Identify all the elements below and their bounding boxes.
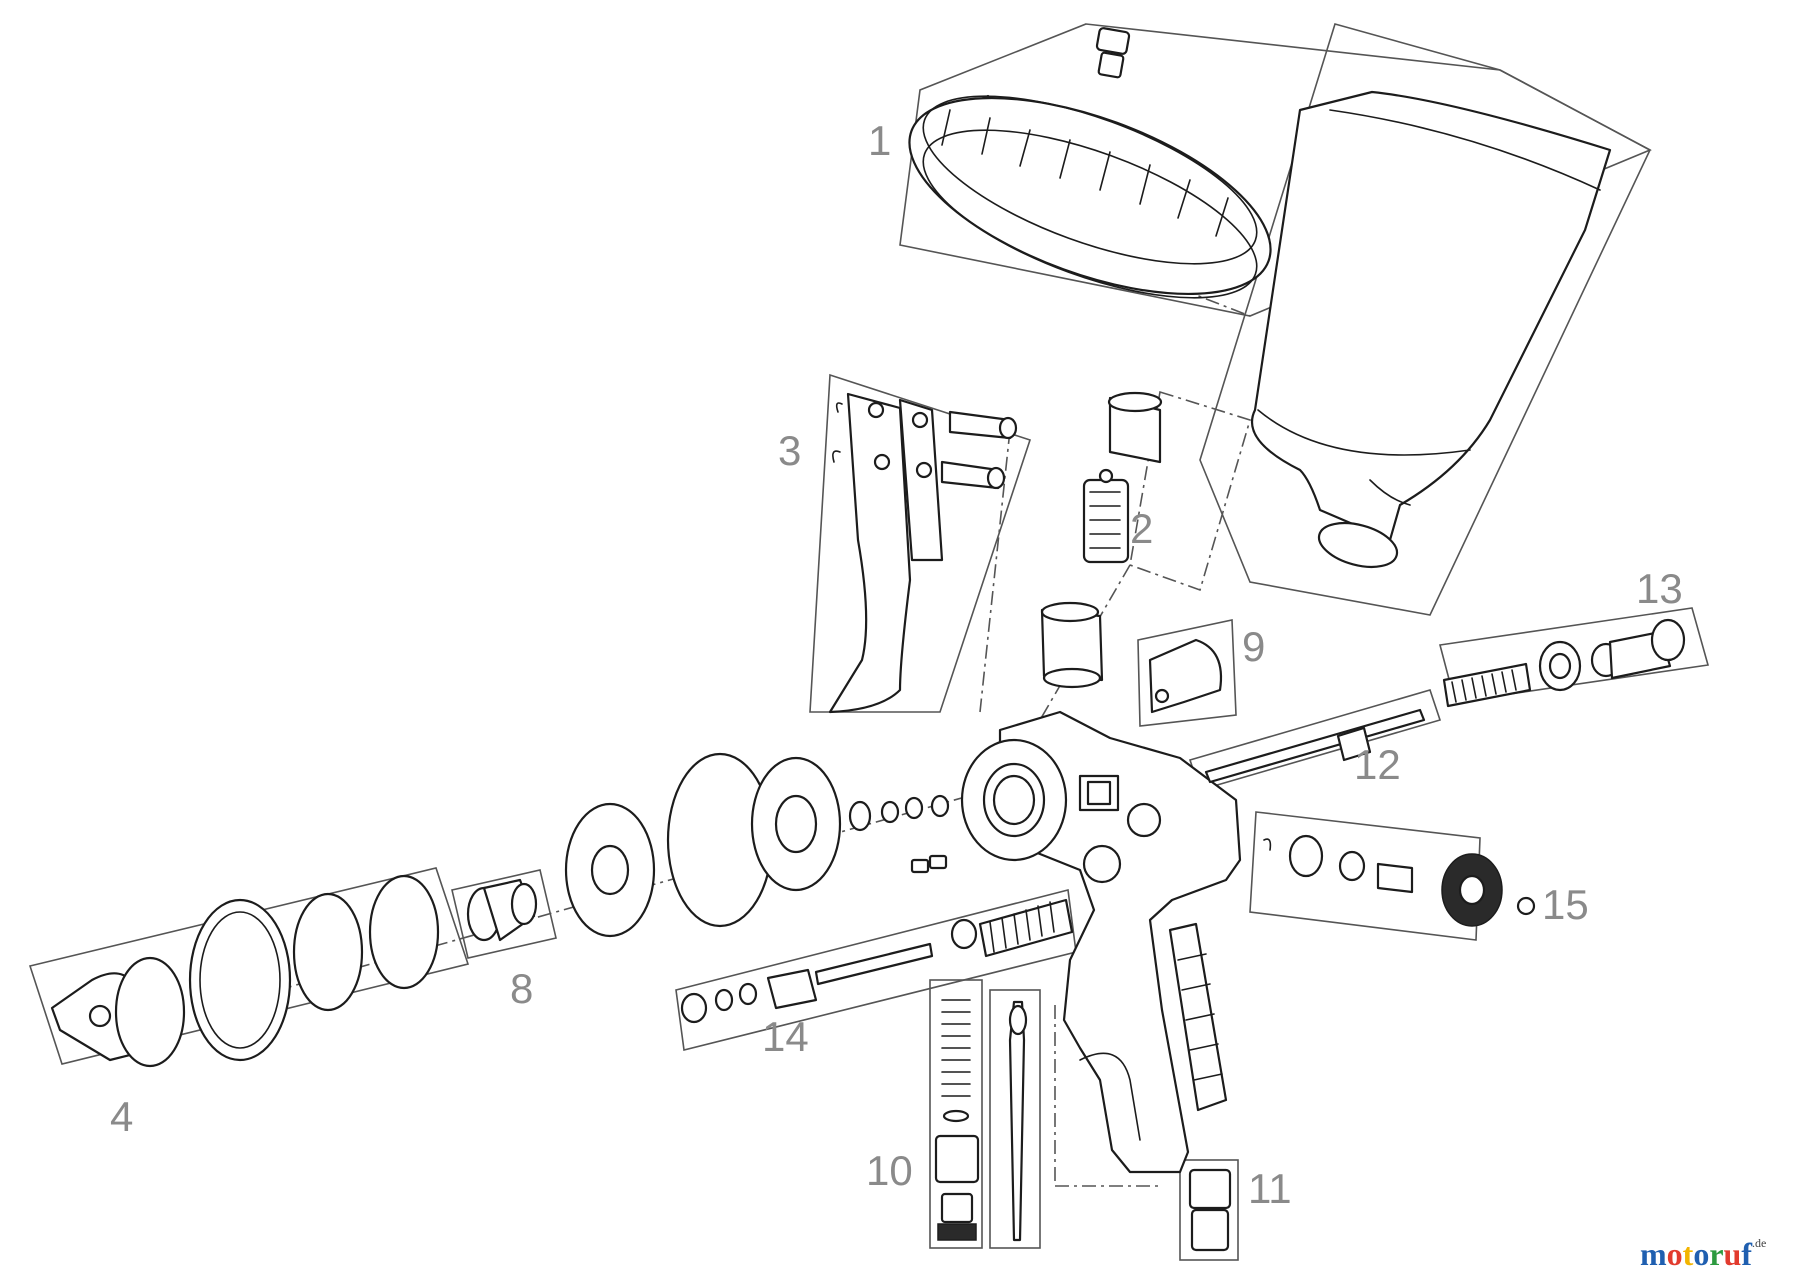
part-gun-body [960, 710, 1242, 1174]
box-air-piston [929, 979, 983, 1249]
callout-8: 8 [510, 965, 534, 1012]
logo-letter: o [1666, 1236, 1683, 1272]
callout-1: 1 [868, 117, 892, 164]
logo-letter: f [1741, 1236, 1752, 1272]
callout-11: 11 [1248, 1165, 1292, 1212]
logo-letter: u [1723, 1236, 1742, 1272]
callout-12: 12 [1354, 741, 1401, 788]
logo-suffix: .de [1751, 1236, 1767, 1250]
logo-letter: r [1709, 1236, 1724, 1272]
box-air-piston-rod [989, 989, 1041, 1249]
part-cup-lid [908, 27, 1272, 299]
logo-letter: m [1640, 1236, 1667, 1272]
callout-4: 4 [110, 1093, 134, 1140]
watermark-logo: motoruf.de [1640, 1236, 1766, 1273]
part-air-inlet [1188, 1168, 1232, 1252]
logo-letter: o [1693, 1236, 1710, 1272]
box-air-inlet [1179, 1159, 1239, 1261]
callout-9: 9 [1242, 623, 1266, 670]
part-paint-cup [1250, 90, 1612, 569]
part-fluid-needle [1204, 708, 1426, 784]
part-strainer [1040, 391, 1163, 689]
part-nozzle [466, 878, 538, 942]
callout-10: 10 [866, 1147, 913, 1194]
part-fluid-valve [680, 898, 1074, 1024]
part-air-piston [934, 999, 980, 1241]
part-yoke [1148, 638, 1222, 714]
logo-letter: t [1682, 1236, 1694, 1272]
part-piston-rod [1008, 1000, 1028, 1242]
part-baffle [564, 752, 950, 938]
part-air-cap [50, 874, 440, 1068]
part-trigger [828, 392, 1018, 714]
callout-15: 15 [1542, 881, 1589, 928]
callout-14: 14 [762, 1013, 809, 1060]
callout-13: 13 [1636, 565, 1683, 612]
box-aircap [28, 867, 470, 1065]
callout-3: 3 [778, 427, 802, 474]
box-cup [1199, 23, 1652, 616]
box-air-valve [1249, 811, 1481, 941]
part-air-valve [1263, 834, 1536, 927]
dash-filter [1129, 390, 1251, 592]
part-adjust-knob [1442, 618, 1686, 708]
box-yoke [1137, 619, 1237, 727]
box-nozzle [451, 869, 557, 959]
callout-2: 2 [1130, 505, 1154, 552]
